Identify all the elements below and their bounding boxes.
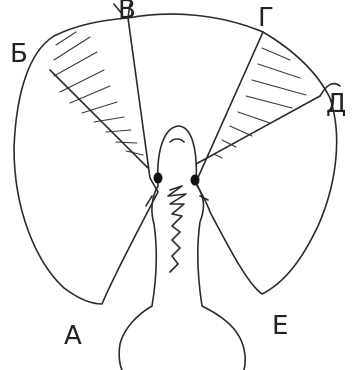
right-hatched-sector xyxy=(214,48,306,158)
label-e: Е xyxy=(272,311,288,341)
chest-scribble xyxy=(168,186,186,272)
label-d: Д xyxy=(326,89,346,119)
left-sector-line xyxy=(50,70,148,168)
label-v: В xyxy=(118,0,136,25)
body-outline xyxy=(119,126,245,370)
label-b: Б xyxy=(10,39,28,69)
head-detail xyxy=(170,139,184,142)
left-eye xyxy=(154,173,163,184)
left-wing-outline xyxy=(14,18,158,304)
right-wing-outline xyxy=(196,32,337,294)
right-top-edge xyxy=(128,14,263,32)
right-sector-line xyxy=(196,96,320,164)
left-hatched-sector xyxy=(54,32,143,155)
label-g: Г xyxy=(258,3,274,33)
right-eye xyxy=(191,175,200,186)
label-a: А xyxy=(64,321,82,351)
